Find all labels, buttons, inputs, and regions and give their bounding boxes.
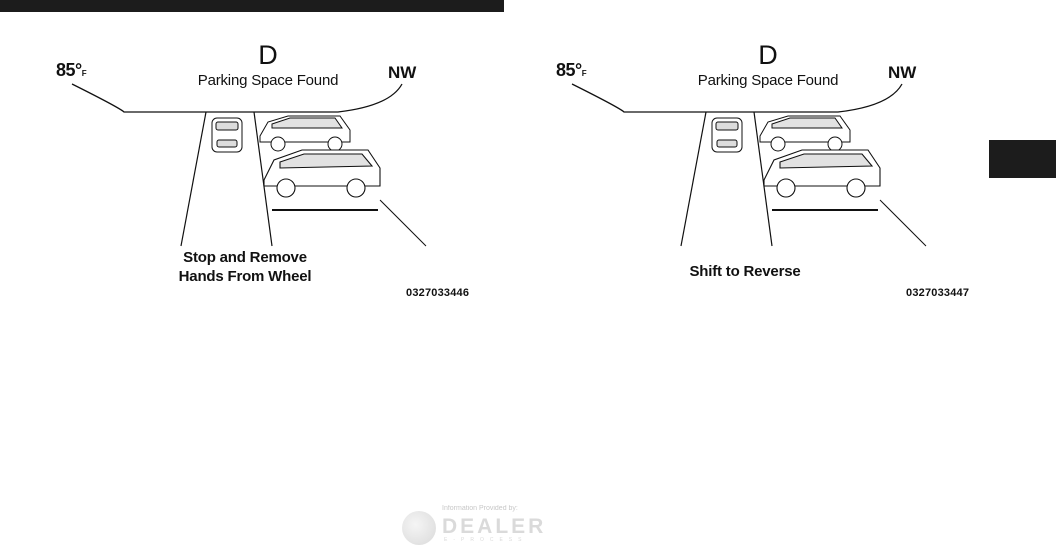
status-message: Parking Space Found	[697, 72, 839, 89]
lane-line-right	[753, 111, 773, 247]
instruction-text: Stop and Remove Hands From Wheel	[160, 248, 330, 286]
parked-suv-top-icon	[759, 115, 851, 152]
status-message: Parking Space Found	[197, 72, 339, 89]
temperature-readout: 85°F	[56, 60, 87, 81]
page-header-bar	[0, 0, 504, 12]
temperature-unit: F	[581, 69, 587, 78]
parked-suv-top-icon	[259, 115, 351, 152]
lane-line-left	[180, 111, 207, 247]
callout-leader	[379, 199, 427, 247]
dealer-watermark: Information Provided by: DEALER E-PROCES…	[402, 505, 572, 547]
lane-line-left	[680, 111, 707, 247]
display-frame-arc	[71, 83, 403, 113]
watermark-logo-text: DEALER	[442, 515, 547, 538]
watermark-caption: Information Provided by:	[442, 505, 518, 512]
dealer-logo-icon	[402, 511, 436, 545]
compass-heading: NW	[388, 63, 417, 82]
parked-suv-large-icon	[263, 149, 381, 198]
parking-scene-drawing	[571, 83, 927, 247]
parking-scene-drawing	[71, 83, 427, 247]
gear-indicator: D	[758, 40, 778, 70]
instruction-line-2: Hands From Wheel	[178, 268, 312, 285]
figure-code: 0327033447	[906, 287, 970, 299]
temperature-value: 85°	[556, 60, 582, 80]
watermark-logo-sub: E-PROCESS	[444, 537, 528, 543]
parking-assist-figure-2: 85°F D NW Parking Space Found Shift to R…	[550, 36, 1010, 306]
compass-heading: NW	[888, 63, 917, 82]
ego-vehicle-icon	[211, 117, 243, 153]
temperature-readout: 85°F	[556, 60, 587, 81]
figure-code: 0327033446	[406, 287, 470, 299]
instruction-text: Shift to Reverse	[660, 262, 830, 281]
instruction-line-1: Shift to Reverse	[689, 263, 801, 280]
gear-indicator: D	[258, 40, 278, 70]
parking-assist-figure-1: 85°F D NW Parking Space Found Stop and R…	[50, 36, 510, 306]
display-frame-arc	[571, 83, 903, 113]
callout-leader	[879, 199, 927, 247]
section-tab	[989, 140, 1056, 178]
ego-vehicle-icon	[711, 117, 743, 153]
instruction-line-1: Stop and Remove	[183, 249, 307, 266]
lane-line-right	[253, 111, 273, 247]
temperature-unit: F	[81, 69, 87, 78]
parked-suv-large-icon	[763, 149, 881, 198]
temperature-value: 85°	[56, 60, 82, 80]
